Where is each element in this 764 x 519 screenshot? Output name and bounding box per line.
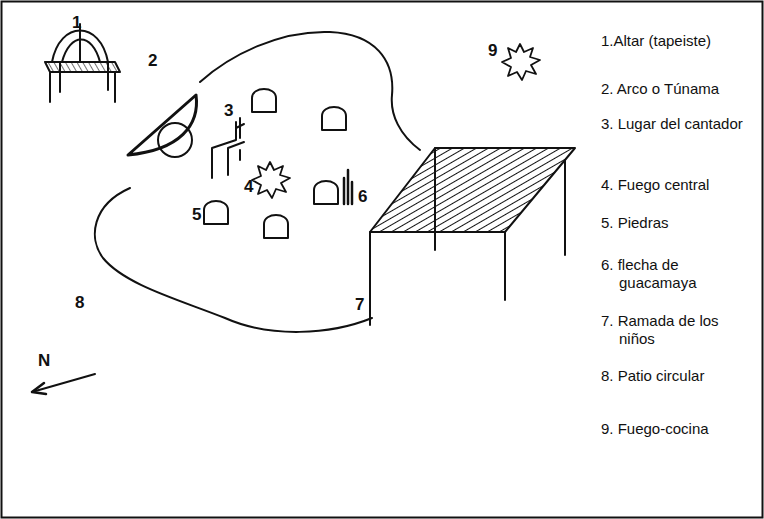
legend-entry: 7. Ramada de los niños	[601, 312, 747, 348]
legend-entry: 8. Patio circular	[601, 367, 747, 385]
callout-number: 5	[192, 206, 201, 224]
callout-number: 9	[488, 42, 497, 60]
callout-number: 6	[358, 188, 367, 206]
legend-entry: 1.Altar (tapeiste)	[601, 32, 747, 50]
callout-number: 3	[224, 102, 233, 120]
callout-number: 2	[148, 52, 157, 70]
legend-entry: 4. Fuego central	[601, 176, 747, 194]
legend-entry: 9. Fuego-cocina	[601, 420, 747, 438]
callout-number: 4	[244, 178, 253, 196]
callout-number: 1	[72, 14, 81, 32]
north-label: N	[38, 352, 50, 370]
legend-entry: 6. flecha de guacamaya	[601, 256, 747, 292]
legend-entry: 3. Lugar del cantador	[601, 115, 747, 133]
callout-number: 8	[75, 294, 84, 312]
legend-entry: 2. Arco o Túnama	[601, 80, 747, 98]
callout-number: 7	[355, 296, 364, 314]
legend-entry: 5. Piedras	[601, 214, 747, 232]
